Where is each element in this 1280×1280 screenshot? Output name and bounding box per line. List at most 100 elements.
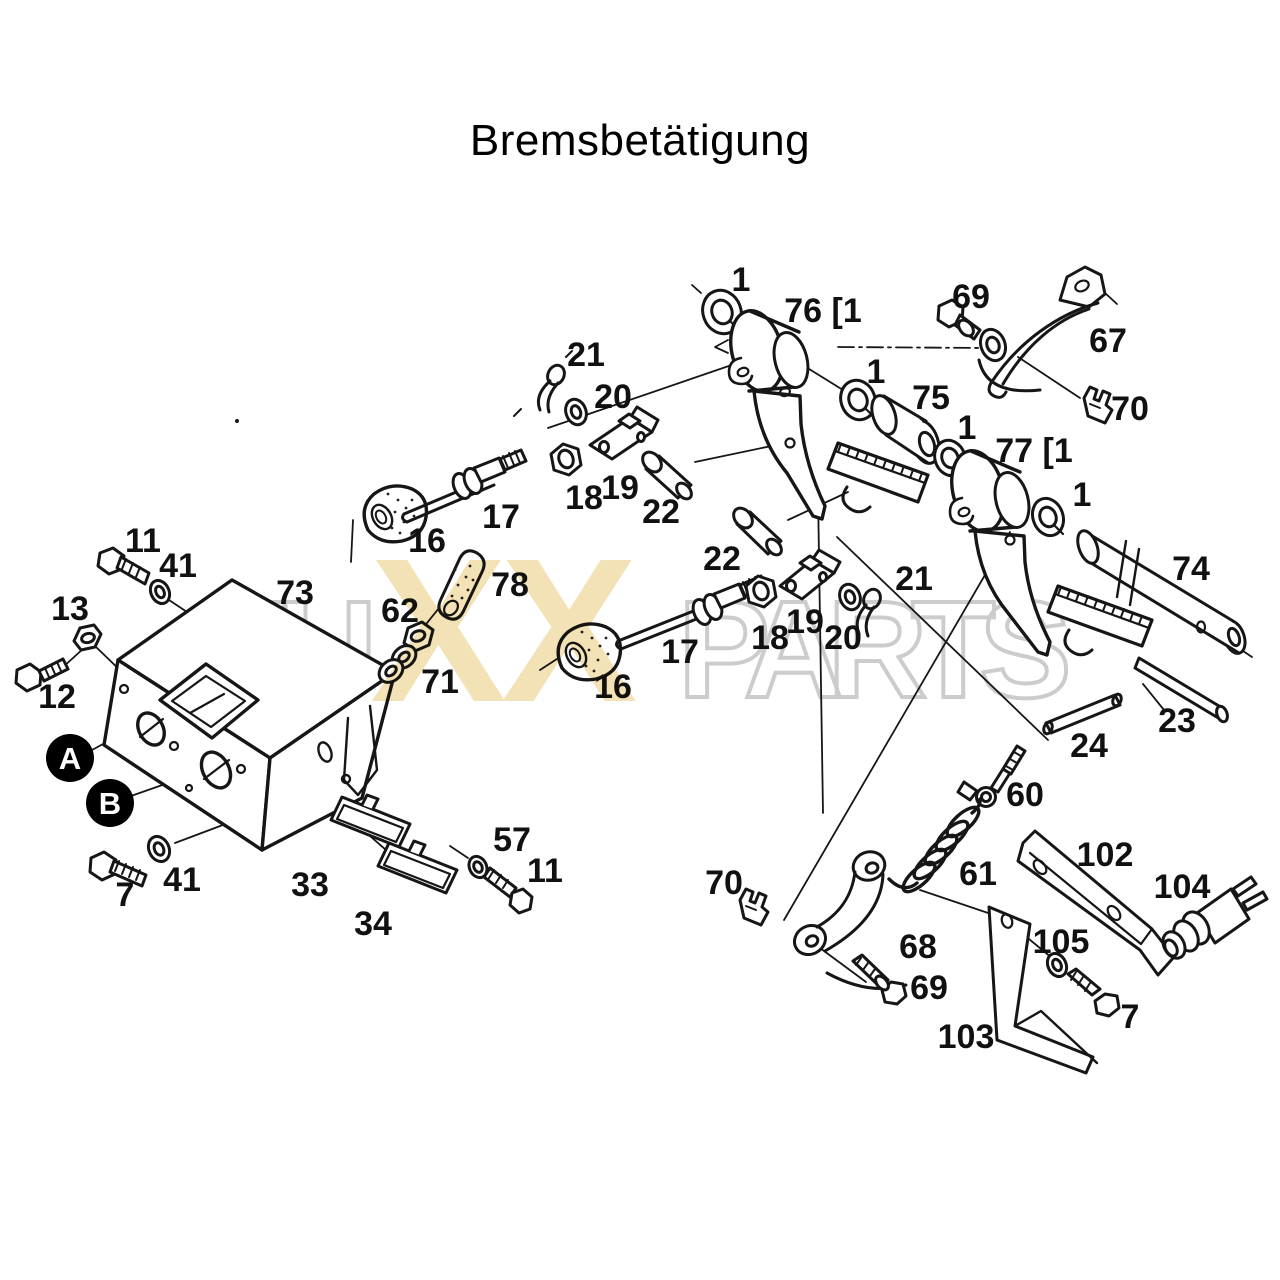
part-label-102: 102 — [1077, 836, 1134, 874]
pedal-pad-76 — [826, 441, 930, 514]
part-label-105: 105 — [1033, 923, 1090, 961]
part-label-77-1: 77 [1 — [995, 432, 1073, 470]
watermark-xx: XX — [370, 516, 637, 745]
part-label-61: 61 — [959, 855, 997, 893]
brake-pedal-77 — [948, 449, 1052, 657]
clamp-plate-33 — [329, 793, 412, 849]
part-label-22: 22 — [703, 540, 741, 578]
bushing-1-a — [701, 288, 743, 336]
stray-dot — [235, 419, 239, 423]
part-label-1: 1 — [958, 409, 977, 447]
part-label-67: 67 — [1089, 322, 1127, 360]
brake-pedal-76 — [727, 309, 827, 521]
part-label-23: 23 — [1158, 702, 1196, 740]
cotter-pin-21-lower — [855, 587, 882, 638]
bolt-7-left — [88, 850, 148, 888]
pedal-shaft-74 — [1076, 529, 1247, 655]
washer-41-lower — [146, 834, 172, 864]
part-label-7: 7 — [1121, 998, 1140, 1036]
eye-bolt-60 — [956, 744, 1027, 808]
part-label-62: 62 — [381, 592, 419, 630]
part-label-1: 1 — [1073, 476, 1092, 514]
nut-62 — [402, 620, 435, 653]
page-title: Bremsbetätigung — [469, 116, 811, 165]
part-label-7: 7 — [116, 876, 135, 914]
trunnion-block-19-lower — [778, 548, 842, 601]
clamp-plate-34 — [376, 839, 459, 895]
reference-badge-A: A — [46, 734, 94, 782]
washer-20-upper — [564, 397, 588, 427]
washer-41 — [148, 578, 172, 606]
bolt-11-lower — [482, 866, 534, 915]
part-label-17: 17 — [661, 633, 699, 671]
clevis-pin-22-upper — [641, 450, 693, 501]
part-label-34: 34 — [354, 905, 392, 943]
part-label-71: 71 — [421, 663, 459, 701]
clevis-pin-22-lower — [732, 506, 783, 557]
bracket-102 — [1016, 829, 1176, 977]
part-label-41: 41 — [159, 547, 197, 585]
brake-light-switch-104 — [1161, 875, 1269, 960]
pin-24 — [1042, 692, 1123, 736]
bolt-7-right — [1066, 967, 1121, 1018]
part-label-24: 24 — [1070, 727, 1108, 765]
part-label-17: 17 — [482, 498, 520, 536]
nut-13 — [72, 623, 103, 652]
part-label-74: 74 — [1172, 550, 1210, 588]
support-strap-67 — [977, 265, 1107, 399]
bushing-1-b — [839, 378, 877, 422]
part-label-21: 21 — [895, 560, 933, 598]
cotter-pin-21-upper — [513, 350, 573, 417]
part-label-104: 104 — [1154, 868, 1211, 906]
part-label-20: 20 — [594, 378, 632, 416]
washer-105 — [1045, 951, 1069, 979]
part-label-11: 11 — [527, 852, 563, 890]
svg-text:A: A — [59, 741, 81, 776]
bracket-103 — [987, 905, 1099, 1075]
part-label-57: 57 — [493, 821, 531, 859]
part-label-68: 68 — [899, 928, 937, 966]
part-label-103: 103 — [938, 1018, 995, 1056]
tension-spring-61 — [887, 797, 982, 894]
bolt-11 — [96, 546, 151, 586]
trunnion-block-19-upper — [588, 405, 660, 461]
nut-18-upper — [549, 442, 583, 477]
bolt-12 — [14, 657, 70, 693]
part-label-69: 69 — [910, 969, 948, 1007]
part-label-18: 18 — [751, 619, 789, 657]
spring-clip-70-bottom — [738, 887, 770, 927]
part-label-41: 41 — [163, 861, 201, 899]
part-label-12: 12 — [38, 678, 76, 716]
spring-clip-70-top — [1082, 385, 1114, 425]
part-label-16: 16 — [408, 522, 446, 560]
pedal-support-console-73 — [102, 578, 397, 852]
part-label-70: 70 — [1111, 390, 1149, 428]
bolt-69-top — [936, 298, 1008, 363]
bushing-1-d — [1030, 496, 1066, 538]
part-label-16: 16 — [594, 668, 632, 706]
svg-text:B: B — [99, 786, 121, 821]
handle-grip-78 — [437, 549, 486, 621]
part-label-60: 60 — [1006, 776, 1044, 814]
part-label-18: 18 — [565, 479, 603, 517]
part-label-19: 19 — [786, 603, 824, 641]
rod-23 — [1133, 656, 1229, 724]
reference-badge-B: B — [86, 779, 134, 827]
part-label-73: 73 — [276, 574, 314, 612]
part-label-13: 13 — [51, 590, 89, 628]
roller-75 — [870, 394, 941, 465]
part-label-78: 78 — [491, 566, 529, 604]
washer-20-lower — [838, 582, 862, 612]
part-label-1: 1 — [732, 261, 751, 299]
part-label-1: 1 — [867, 353, 886, 391]
clamp-band-68 — [792, 850, 908, 991]
nut-18-lower — [744, 574, 778, 609]
brake-rod-17-upper — [401, 448, 528, 524]
part-label-11: 11 — [125, 522, 161, 560]
part-label-76-1: 76 [1 — [784, 292, 862, 330]
part-label-75: 75 — [912, 379, 950, 417]
knob-16-lower — [556, 622, 623, 682]
part-label-70: 70 — [705, 864, 743, 902]
knob-16-upper — [362, 484, 429, 544]
